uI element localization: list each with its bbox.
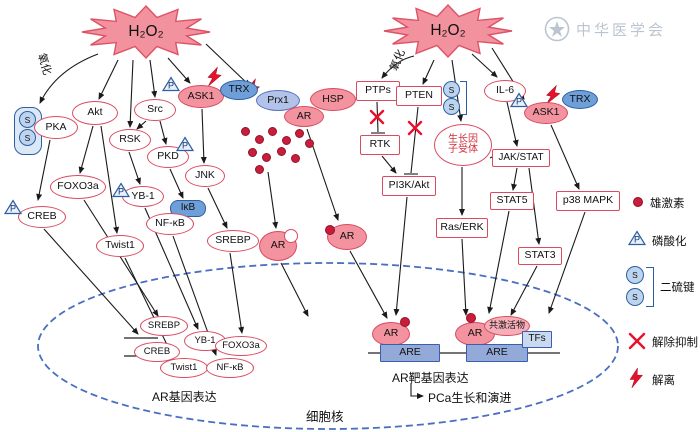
androgen-dot xyxy=(305,139,314,148)
legend-derepression-label: 解除抑制 xyxy=(652,337,698,349)
svg-text:P: P xyxy=(634,235,640,245)
node-ask1-left: ASK1 xyxy=(178,85,224,108)
svg-text:P: P xyxy=(182,141,188,151)
androgen-dot xyxy=(291,154,300,163)
androgen-dot xyxy=(248,148,257,157)
phosphorylation-icon: P xyxy=(111,182,131,198)
watermark: 中华医学会 xyxy=(544,16,666,42)
s-circle: S xyxy=(19,129,36,146)
svg-text:P: P xyxy=(118,187,124,197)
node-ptps: PTPs xyxy=(356,81,400,101)
node-rsk: RSK xyxy=(109,129,151,151)
node-foxo3a-nuclear: FOXO3a xyxy=(215,336,267,356)
legend-phosphorylation-label: 磷酸化 xyxy=(652,236,687,248)
node-creb: CREB xyxy=(18,206,66,228)
node-il6: IL-6 xyxy=(484,80,526,102)
node-prx1: Prx1 xyxy=(256,90,300,111)
androgen-dot xyxy=(241,127,250,136)
phosphorylation-icon: P xyxy=(175,136,195,152)
arrows xyxy=(36,43,586,399)
node-trx-left: TRX xyxy=(220,80,258,100)
androgen-dot xyxy=(277,147,286,156)
ar-target-gene-label: AR靶基因表达 xyxy=(392,371,469,385)
legend-dissociation-label: 解离 xyxy=(652,375,675,387)
nucleus-label: 细胞核 xyxy=(306,410,344,424)
node-trx-right: TRX xyxy=(562,90,598,109)
burst-shape xyxy=(81,4,211,60)
svg-text:P: P xyxy=(516,97,522,107)
derepression-x-icons xyxy=(369,109,646,350)
node-stat5: STAT5 xyxy=(490,192,534,210)
disulfide-bracket xyxy=(460,81,467,115)
nucleus-membrane xyxy=(37,262,619,430)
legend-phosphorylation-icon: P xyxy=(627,230,647,246)
legend-s-circle: S xyxy=(626,266,644,284)
androgen-dot xyxy=(466,313,476,323)
androgen-dot xyxy=(255,135,264,144)
node-coactivator: 共激活物 xyxy=(484,316,530,336)
legend-s-circle: S xyxy=(626,288,644,306)
node-pten: PTEN xyxy=(396,86,442,106)
node-pi3k-akt: PI3K/Akt xyxy=(382,176,436,196)
androgen-dot xyxy=(295,129,304,138)
node-growth-factor-receptor: 生长因 子受体 xyxy=(434,124,492,166)
legend-disulfide-label: 二硫键 xyxy=(660,282,695,294)
node-rtk: RTK xyxy=(360,135,400,155)
are-box-1: ARE xyxy=(380,344,440,362)
node-akt: Akt xyxy=(72,101,118,125)
dissociation-bolt-icons xyxy=(206,65,643,389)
svg-text:P: P xyxy=(10,204,16,214)
node-ar-complex: AR xyxy=(284,106,324,127)
phosphorylation-icon: P xyxy=(161,76,181,92)
androgen-dot xyxy=(262,153,271,162)
h2o2-label: H₂O₂ xyxy=(430,22,466,39)
node-jnk: JNK xyxy=(185,165,225,187)
pca-growth-label: PCa生长和演进 xyxy=(428,391,512,405)
node-src: Src xyxy=(134,99,176,121)
node-twist1: Twist1 xyxy=(96,235,144,257)
node-pka: PKA xyxy=(34,116,78,139)
ar-gene-expression-label: AR基因表达 xyxy=(152,390,217,404)
watermark-logo xyxy=(544,16,570,42)
node-nfkb: NF-κB xyxy=(146,213,194,235)
h2o2-burst-left: H₂O₂ xyxy=(80,4,212,60)
androgen-dot xyxy=(400,317,410,327)
h2o2-label: H₂O₂ xyxy=(128,23,164,40)
androgen-dot xyxy=(282,136,291,145)
legend-androgen-label: 雄激素 xyxy=(650,198,685,210)
ar-binding-notch xyxy=(284,229,298,243)
s-circle: S xyxy=(443,98,460,115)
node-ras-erk: Ras/ERK xyxy=(436,218,488,238)
node-jak-stat: JAK/STAT xyxy=(492,149,550,167)
are-box-2: ARE xyxy=(466,344,528,362)
legend-disulfide-bracket xyxy=(646,267,654,307)
s-circle: S xyxy=(19,111,36,128)
h2o2-burst-right: H₂O₂ xyxy=(382,3,514,59)
phosphorylation-icon: P xyxy=(509,92,529,108)
svg-text:P: P xyxy=(168,81,174,91)
node-nfkb-nuclear: NF-κB xyxy=(206,358,254,378)
androgen-dot xyxy=(268,127,277,136)
burst-shape xyxy=(383,3,513,59)
androgen-dot xyxy=(255,165,264,174)
node-srebp: SREBP xyxy=(207,230,259,252)
legend-androgen-icon xyxy=(633,197,643,207)
node-p38-mapk: p38 MAPK xyxy=(556,191,620,211)
node-ask1-right: ASK1 xyxy=(524,102,568,124)
node-creb-nuclear: CREB xyxy=(134,342,180,362)
watermark-text: 中华医学会 xyxy=(576,21,667,39)
node-pkd: PKD xyxy=(147,146,189,168)
node-stat3: STAT3 xyxy=(518,247,562,265)
s-circle: S xyxy=(443,81,460,98)
node-twist1-nuclear: Twist1 xyxy=(160,358,208,378)
node-tfs: TFs xyxy=(522,331,552,348)
phosphorylation-icon: P xyxy=(3,199,23,215)
node-ar-bound: AR xyxy=(327,224,367,250)
node-hsp: HSP xyxy=(310,88,356,111)
node-srebp-nuclear: SREBP xyxy=(140,316,188,336)
androgen-dot xyxy=(325,225,335,235)
node-foxo3a: FOXO3a xyxy=(50,175,106,199)
